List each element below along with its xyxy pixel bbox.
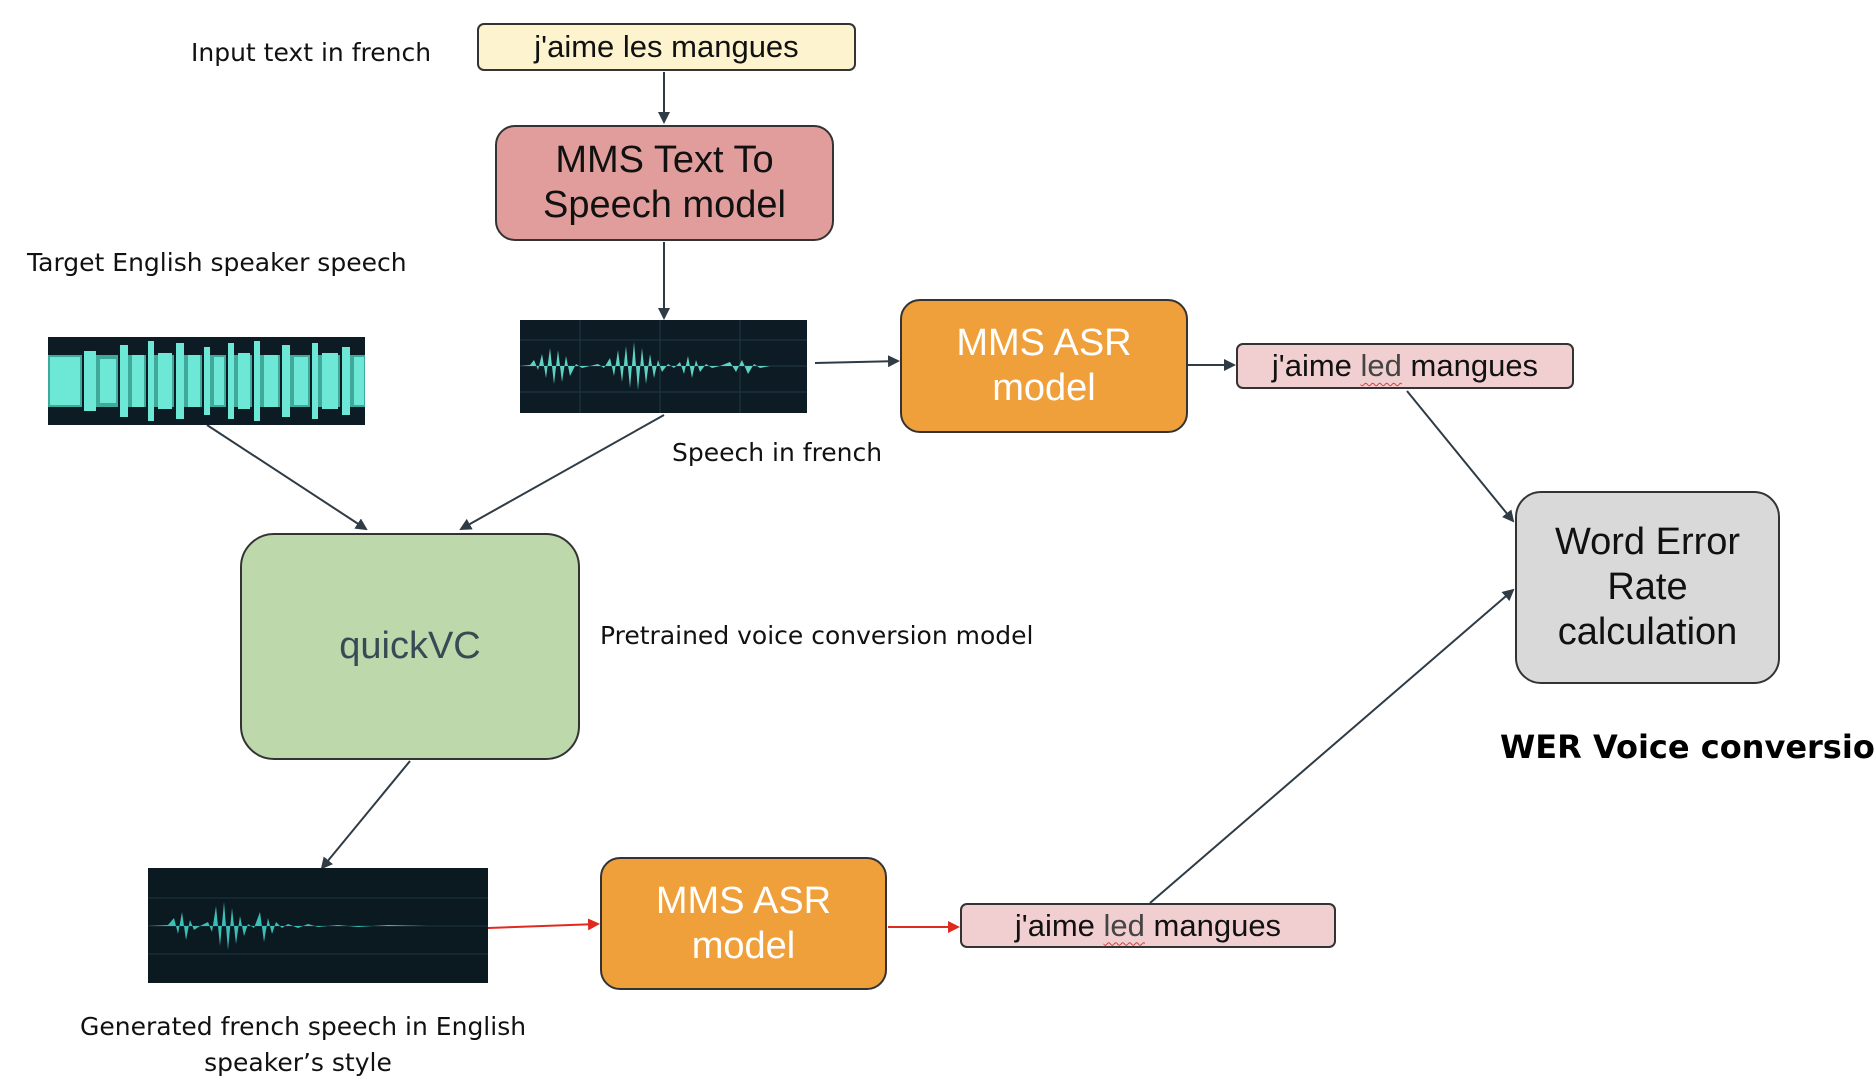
tts-model-box: MMS Text To Speech model bbox=[495, 125, 834, 241]
output-bottom-post: mangues bbox=[1144, 907, 1282, 943]
arrow-output-bottom-to-wer bbox=[1149, 588, 1515, 904]
arrow-target-to-quickvc bbox=[206, 424, 368, 531]
label-speech-french: Speech in french bbox=[672, 438, 883, 467]
tts-model-line2: Speech model bbox=[543, 184, 786, 226]
arrow-speech-to-quickvc bbox=[459, 414, 665, 530]
label-generated-speech: Generated french speech in English speak… bbox=[80, 1009, 527, 1081]
input-text-box: j'aime les mangues bbox=[477, 23, 856, 71]
tts-model-line1: MMS Text To bbox=[555, 139, 774, 182]
arrow-output-top-to-wer bbox=[1406, 390, 1515, 523]
target-speaker-waveform bbox=[48, 337, 365, 425]
input-text-value: j'aime les mangues bbox=[534, 29, 799, 64]
speech-french-waveform bbox=[520, 320, 807, 413]
wer-calculation-box: Word Error Rate calculation bbox=[1515, 491, 1780, 684]
asr-model-bottom-line2: model bbox=[691, 924, 796, 967]
arrow-generated-to-asr-bottom bbox=[487, 918, 600, 931]
asr-model-bottom-box: MMS ASR model bbox=[600, 857, 887, 990]
wer-line1: Word Error bbox=[1554, 521, 1741, 564]
label-target-speaker: Target English speaker speech bbox=[27, 248, 407, 277]
diagram-title: WER Voice conversion bbox=[1500, 728, 1874, 766]
output-text-bottom-box: j'aime led mangues bbox=[960, 903, 1336, 948]
arrow-quickvc-to-generated bbox=[320, 760, 411, 870]
asr-model-top-line2: model bbox=[992, 367, 1096, 409]
output-text-top-box: j'aime led mangues bbox=[1236, 343, 1574, 389]
label-pretrained-vc: Pretrained voice conversion model bbox=[600, 621, 1034, 650]
wer-line3: calculation bbox=[1557, 610, 1738, 653]
output-bottom-pre: j'aime bbox=[1014, 907, 1104, 943]
quickvc-label: quickVC bbox=[339, 625, 481, 668]
output-top-post: mangues bbox=[1401, 348, 1539, 383]
label-generated-line2: speaker’s style bbox=[204, 1048, 392, 1077]
output-bottom-error-word: led bbox=[1103, 907, 1145, 943]
arrow-speech-to-asr-top bbox=[814, 355, 900, 368]
output-top-error-word: led bbox=[1360, 348, 1402, 383]
quickvc-box: quickVC bbox=[240, 533, 580, 760]
label-input-text: Input text in french bbox=[191, 38, 432, 67]
asr-model-top-line1: MMS ASR bbox=[956, 322, 1132, 365]
wer-line2: Rate bbox=[1607, 566, 1688, 609]
asr-model-bottom-line1: MMS ASR bbox=[655, 879, 832, 922]
label-generated-line1: Generated french speech in English bbox=[80, 1012, 527, 1041]
asr-model-top-box: MMS ASR model bbox=[900, 299, 1188, 433]
generated-speech-waveform bbox=[148, 868, 488, 983]
output-top-pre: j'aime bbox=[1271, 348, 1361, 383]
